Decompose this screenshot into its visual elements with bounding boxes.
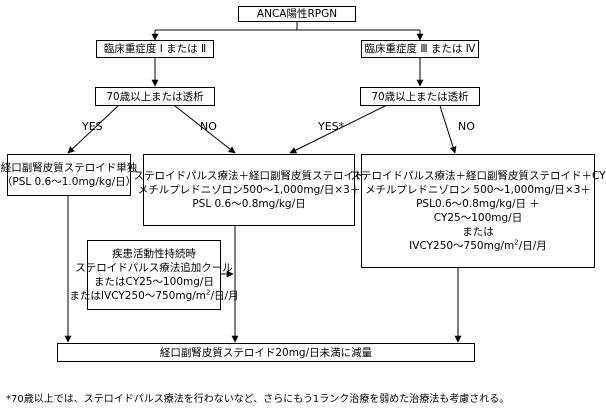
severity-right-node: 臨床重症度 Ⅲ または Ⅳ (361, 40, 479, 58)
arrow-right-yes (289, 105, 386, 154)
branch-label-no-left: NO (200, 120, 217, 133)
box-b-line-1: ステロイドパルス療法＋経口副腎皮質ステロイド (133, 170, 365, 182)
treatment-box-pulse-steroid-cy: ステロイドパルス療法＋経口副腎皮質ステロイド＋CY メチルプレドニゾロン 500… (350, 154, 606, 268)
box-d-line-3: またはCY25〜100mg/日 (94, 276, 214, 288)
age-right-node: 70歳以上または透析 (360, 87, 480, 106)
box-b-line-2: メチルプレドニゾロン500〜1,000mg/日×3＋ (137, 184, 361, 196)
box-c-line-6-suffix: /日/月 (518, 240, 547, 252)
arrow-left-yes (67, 105, 119, 154)
treatment-box-steroid-only: 経口副腎皮質ステロイド単独 （PSL 0.6〜1.0mg/kg/日） (1, 154, 137, 196)
box-c-line-6-prefix: IVCY250〜750mg/m (409, 240, 515, 252)
arrow-left-no (174, 105, 236, 154)
branch-label-yes-left: YES (82, 120, 103, 133)
root-node: ANCA陽性RPGN (238, 6, 356, 22)
final-node: 経口副腎皮質ステロイド20mg/日未満に減量 (57, 343, 475, 362)
final-node-label: 経口副腎皮質ステロイド20mg/日未満に減量 (159, 346, 373, 359)
box-d-line-2: ステロイドパルス療法追加クール (75, 262, 233, 274)
box-c-line-3: PSL0.6〜0.8mg/kg/日 ＋ (416, 198, 540, 210)
branch-label-no-right: NO (458, 120, 475, 133)
persistent-activity-box: 疾患活動性持続時 ステロイドパルス療法追加クール またはCY25〜100mg/日… (69, 240, 239, 310)
box-c-line-6-sup: 2 (514, 238, 519, 247)
box-c-line-1: ステロイドパルス療法＋経口副腎皮質ステロイド＋CY (350, 170, 606, 182)
age-left-node: 70歳以上または透析 (95, 87, 215, 106)
age-left-label: 70歳以上または透析 (106, 90, 204, 103)
severity-right-label: 臨床重症度 Ⅲ または Ⅳ (364, 43, 476, 55)
box-d-line-4-suffix: /日/月 (210, 290, 239, 302)
root-node-label: ANCA陽性RPGN (256, 8, 338, 20)
age-right-label: 70歳以上または透析 (371, 90, 469, 103)
box-a-line-1: 経口副腎皮質ステロイド単独 (0, 162, 138, 174)
box-c-line-6: IVCY250〜750mg/m2/日/月 (409, 239, 547, 253)
branch-label-yes-right: YES* (318, 120, 345, 133)
box-d-line-1: 疾患活動性持続時 (112, 248, 196, 260)
treatment-box-pulse-steroid: ステロイドパルス療法＋経口副腎皮質ステロイド メチルプレドニゾロン500〜1,0… (134, 154, 365, 226)
severity-left-label: 臨床重症度 Ⅰ または Ⅱ (103, 43, 207, 55)
box-b-line-3: PSL 0.6〜0.8mg/kg/日 (192, 198, 306, 210)
box-c-line-4: CY25〜100mg/日 (433, 212, 523, 224)
footnote: *70歳以上では、ステロイドパルス療法を行わないなど、さらにもう1ランク治療を弱… (6, 394, 510, 405)
box-d-line-4-prefix: またはIVCY250〜750mg/m (69, 290, 207, 302)
box-c-line-5: または (462, 226, 494, 238)
box-d-line-4-sup: 2 (206, 288, 211, 297)
severity-left-node: 臨床重症度 Ⅰ または Ⅱ (96, 40, 214, 58)
box-a-line-2: （PSL 0.6〜1.0mg/kg/日） (1, 176, 137, 188)
box-d-line-4: またはIVCY250〜750mg/m2/日/月 (69, 289, 238, 303)
box-c-line-2: メチルプレドニゾロン 500〜1,000mg/日×3＋ (365, 184, 591, 196)
arrow-right-no (439, 105, 457, 154)
